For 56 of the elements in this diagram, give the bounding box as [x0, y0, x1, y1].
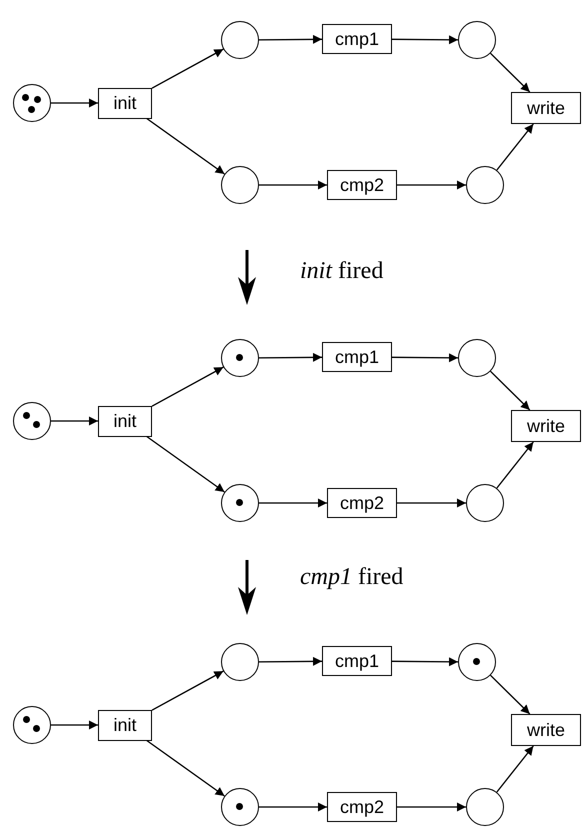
arrow — [496, 124, 534, 170]
arrow — [392, 35, 458, 44]
arrow — [490, 674, 530, 714]
arrow — [496, 746, 534, 792]
transition-box: init — [98, 88, 152, 118]
transition-box: cmp1 — [322, 342, 392, 372]
arrow — [152, 670, 224, 711]
arrow — [259, 352, 322, 362]
step-label: init fired — [300, 258, 384, 285]
place-circle — [221, 21, 259, 59]
transition-box: write — [511, 714, 581, 746]
place-circle — [221, 788, 259, 826]
place-circle — [458, 339, 496, 377]
arrow — [152, 366, 224, 407]
arrow — [397, 802, 466, 812]
place-circle — [221, 339, 259, 377]
place-circle — [13, 84, 51, 122]
transition-box: init — [98, 406, 152, 436]
transition-box: init — [98, 710, 152, 740]
arrow — [392, 353, 458, 362]
arrow — [51, 98, 98, 108]
place-circle — [221, 484, 259, 522]
place-circle — [221, 166, 259, 204]
arrow — [397, 498, 466, 508]
step-label: cmp1 fired — [300, 564, 404, 591]
arrow — [146, 436, 225, 492]
arrow — [490, 370, 530, 410]
arrow — [259, 498, 327, 508]
transition-box: write — [511, 410, 581, 442]
place-circle — [458, 21, 496, 59]
place-circle — [13, 706, 51, 744]
transition-box: cmp1 — [322, 24, 392, 54]
arrow — [152, 48, 224, 89]
transition-box: cmp2 — [327, 488, 397, 518]
arrow — [259, 180, 327, 190]
place-circle — [13, 402, 51, 440]
place-circle — [458, 643, 496, 681]
place-circle — [221, 643, 259, 681]
arrow — [259, 34, 322, 44]
arrow — [51, 720, 98, 730]
transition-box: cmp2 — [327, 792, 397, 822]
transition-box: cmp1 — [322, 646, 392, 676]
arrow — [259, 802, 327, 812]
arrow — [146, 118, 225, 174]
arrow — [496, 442, 534, 488]
place-circle — [466, 166, 504, 204]
transition-box: cmp2 — [327, 170, 397, 200]
transition-box: write — [511, 92, 581, 124]
arrow — [392, 657, 458, 666]
arrow — [51, 416, 98, 426]
arrow — [259, 656, 322, 666]
arrow — [490, 52, 530, 92]
place-circle — [466, 788, 504, 826]
arrow — [146, 740, 225, 796]
place-circle — [466, 484, 504, 522]
arrow — [397, 180, 466, 190]
